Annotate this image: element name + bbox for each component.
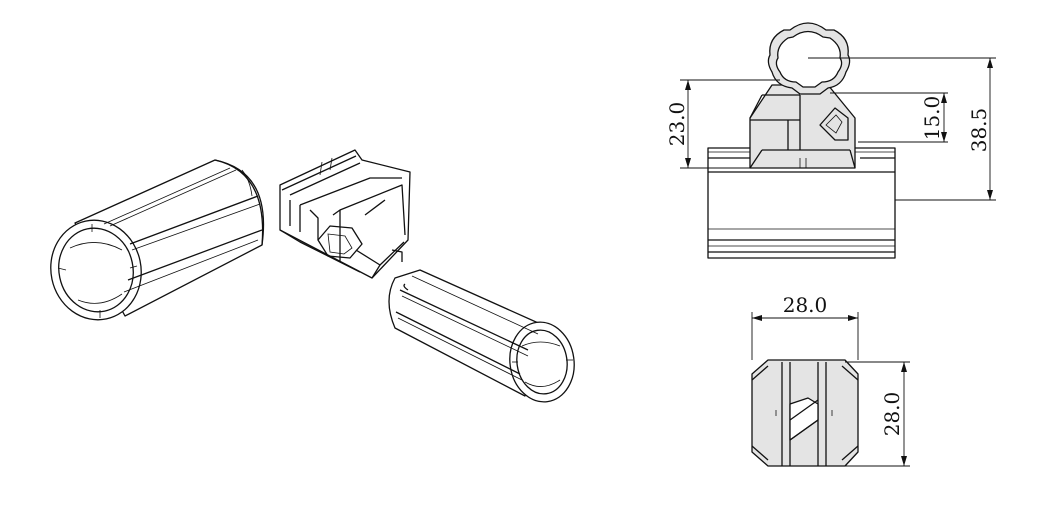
right-pipe-iso [388,269,575,403]
dim-28-height-label: 28.0 [880,392,904,437]
dim-23-label: 23.0 [665,102,689,147]
dim-28-width-label: 28.0 [783,293,828,317]
side-view: 23.0 15.0 38.5 [665,22,996,259]
dim-15-label: 15.0 [920,96,944,141]
left-pipe-iso [50,159,265,321]
dim-38-5-label: 38.5 [967,108,991,153]
connector-iso [279,149,411,279]
end-view: 28.0 28.0 [751,293,910,467]
